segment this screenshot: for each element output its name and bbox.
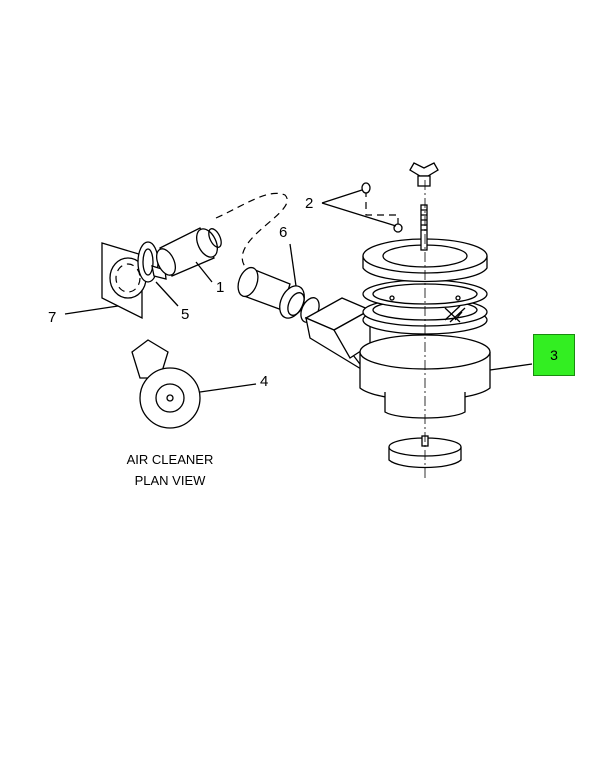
caption-line-2: PLAN VIEW	[134, 473, 206, 488]
hose-dashed-path	[215, 192, 288, 273]
part-7-flange	[101, 242, 147, 320]
leader-lines	[64, 189, 533, 393]
part-1-connector	[155, 227, 222, 277]
callout-3-highlight[interactable]: 3	[533, 334, 575, 376]
part-2-wingnut-stud	[361, 162, 439, 251]
part-3-body	[359, 334, 491, 419]
callout-4: 4	[260, 373, 269, 390]
callout-7: 7	[48, 309, 57, 326]
callout-5: 5	[181, 306, 190, 323]
air-cleaner-inlet	[304, 297, 372, 373]
part-4-plan-view	[131, 339, 201, 429]
callout-1: 1	[216, 279, 225, 296]
callout-3: 3	[550, 347, 558, 363]
callout-2: 2	[305, 195, 314, 212]
caption-line-1: AIR CLEANER	[126, 452, 214, 467]
callout-6: 6	[279, 224, 288, 241]
part-6-elbow	[237, 266, 320, 323]
